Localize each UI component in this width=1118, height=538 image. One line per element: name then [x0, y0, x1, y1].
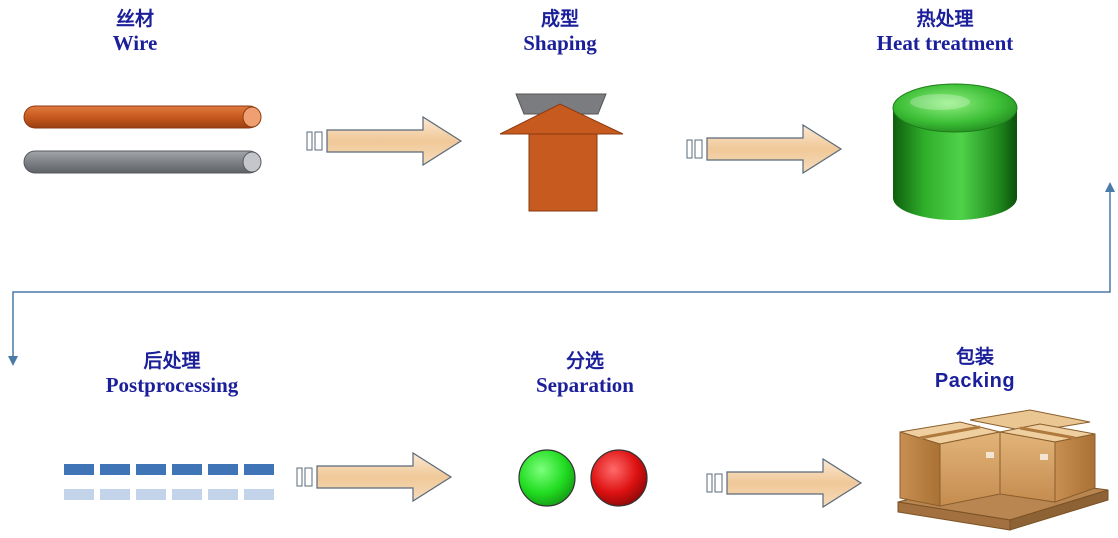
step-en-wire: Wire: [112, 30, 158, 55]
flow-arrow-icon: [706, 457, 863, 509]
step-en-separation: Separation: [535, 372, 634, 397]
step-en-packing: Packing: [934, 369, 1016, 392]
step-en-heat-treatment: Heat treatment: [876, 30, 1014, 55]
step-label-packing: 包装 Packing: [900, 346, 1050, 393]
step-zh-postprocessing: 后处理: [143, 350, 201, 372]
heat-treatment-icon: [892, 83, 1018, 220]
step-label-shaping: 成型 Shaping: [495, 8, 625, 56]
postprocessing-icon: [64, 464, 274, 500]
step-label-separation: 分选 Separation: [500, 350, 670, 398]
step-en-postprocessing: Postprocessing: [105, 372, 239, 397]
wire-icon: [23, 105, 262, 174]
step-zh-separation: 分选: [565, 350, 604, 372]
packing-icon: [897, 409, 1109, 531]
shaping-icon: [499, 93, 624, 212]
flow-arrow-icon: [686, 123, 843, 175]
separation-icon: [518, 449, 648, 507]
step-zh-wire: 丝材: [115, 8, 154, 30]
flow-arrow-icon: [296, 451, 453, 503]
step-label-heat-treatment: 热处理 Heat treatment: [845, 8, 1045, 56]
step-label-postprocessing: 后处理 Postprocessing: [72, 350, 272, 398]
step-en-shaping: Shaping: [523, 30, 597, 55]
step-zh-packing: 包装: [955, 346, 994, 368]
row-connector-arrow: [8, 182, 1115, 366]
flow-arrow-icon: [306, 115, 463, 167]
step-zh-shaping: 成型: [540, 8, 579, 30]
step-label-wire: 丝材 Wire: [80, 8, 190, 56]
step-zh-heat-treatment: 热处理: [916, 8, 974, 30]
